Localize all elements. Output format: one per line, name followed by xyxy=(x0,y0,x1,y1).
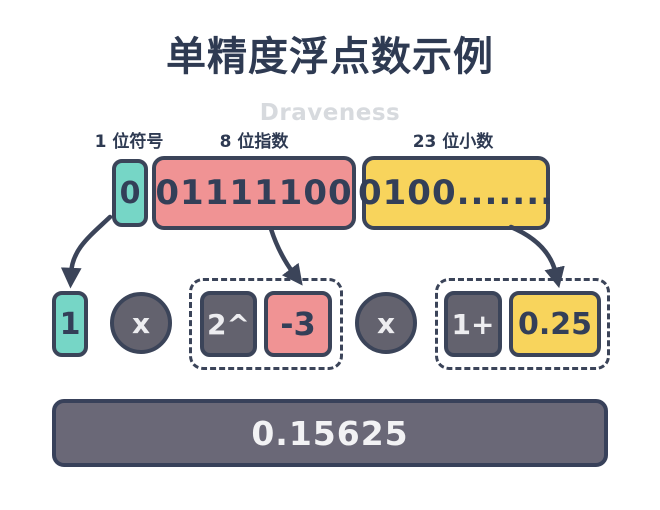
mantissa-term-group: 1+ 0.25 xyxy=(435,278,610,370)
multiply-operator-2: x xyxy=(355,292,417,354)
sign-bits-label: 1 位符号 xyxy=(94,132,164,152)
exponent-value-box: -3 xyxy=(264,291,332,357)
fraction-bits-box: 0100....... xyxy=(358,156,553,230)
multiply-operator-1: x xyxy=(110,292,172,354)
sign-arrow xyxy=(60,214,113,289)
sign-bit-box: 0 xyxy=(112,159,148,227)
exponent-term-group: 2^ -3 xyxy=(189,278,343,370)
sign-value-box: 1 xyxy=(52,291,88,357)
exponent-bits-label: 8 位指数 xyxy=(219,132,289,152)
exponent-bits-box: 01111100 xyxy=(152,156,356,230)
power-base-box: 2^ xyxy=(200,291,257,357)
page-title: 单精度浮点数示例 xyxy=(166,34,494,80)
fraction-arrow xyxy=(508,224,565,289)
result-box: 0.15625 xyxy=(52,399,608,467)
exponent-arrow xyxy=(268,226,303,286)
fraction-bits-label: 23 位小数 xyxy=(412,132,494,152)
mantissa-prefix-box: 1+ xyxy=(444,291,502,357)
mantissa-value-box: 0.25 xyxy=(509,291,601,357)
watermark-text: Draveness xyxy=(259,100,401,126)
